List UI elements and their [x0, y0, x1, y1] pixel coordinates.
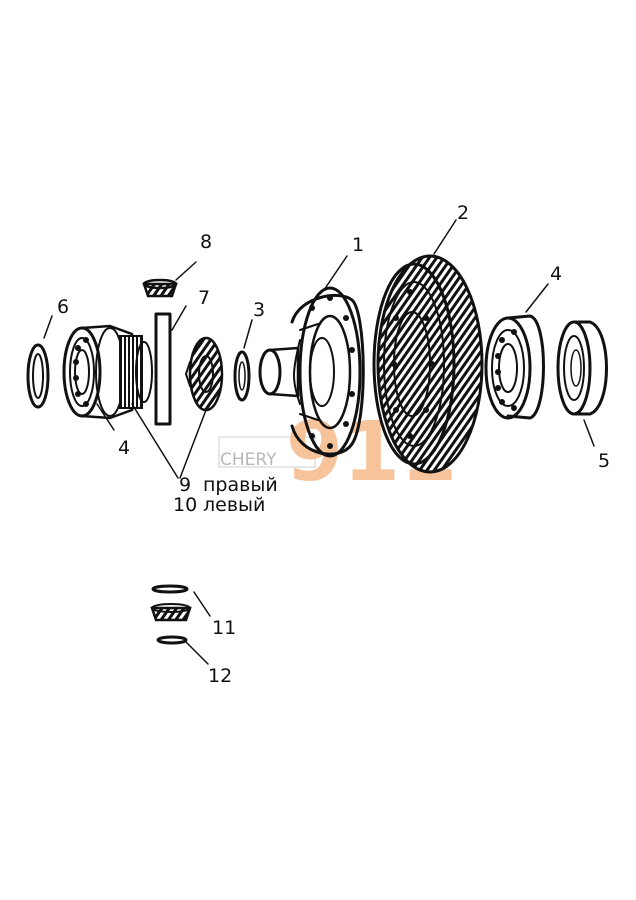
part-12-washer: [156, 635, 188, 645]
watermark-brand: CHERY: [220, 450, 277, 470]
callout-10: 10: [173, 494, 197, 516]
callout-labels: 1 2 3 4 4 5 6 7 8 9 правый 10 левый 11 1…: [57, 202, 610, 687]
callout-9-text: правый: [203, 474, 278, 496]
part-11-ring-and-gear: [150, 584, 192, 622]
part-6-seal-ring: [26, 343, 50, 409]
callout-8: 8: [200, 231, 212, 253]
callout-12: 12: [208, 665, 232, 687]
callout-4-right: 4: [550, 263, 562, 285]
callout-2: 2: [457, 202, 469, 224]
callout-1: 1: [352, 234, 364, 256]
part-2-ring-gear: [372, 254, 484, 474]
callout-6: 6: [57, 296, 69, 318]
callout-4-left: 4: [118, 437, 130, 459]
part-1-differential-housing: [258, 286, 365, 458]
part-5-seal: [556, 320, 608, 416]
callout-3: 3: [253, 299, 265, 321]
leader-lines: [43, 219, 595, 665]
part-9-10-side-gear: [185, 336, 224, 412]
part-4-left-bearing: [62, 324, 153, 420]
callout-7: 7: [198, 287, 210, 309]
callout-9: 9: [179, 474, 191, 496]
part-3-washer: [233, 350, 251, 402]
part-4-right-bearing: [484, 314, 545, 420]
callout-10-text: левый: [203, 494, 265, 516]
callout-11: 11: [212, 617, 236, 639]
part-8-pinion-gear: [142, 278, 178, 298]
callout-5: 5: [598, 450, 610, 472]
part-7-pin: [154, 312, 172, 426]
